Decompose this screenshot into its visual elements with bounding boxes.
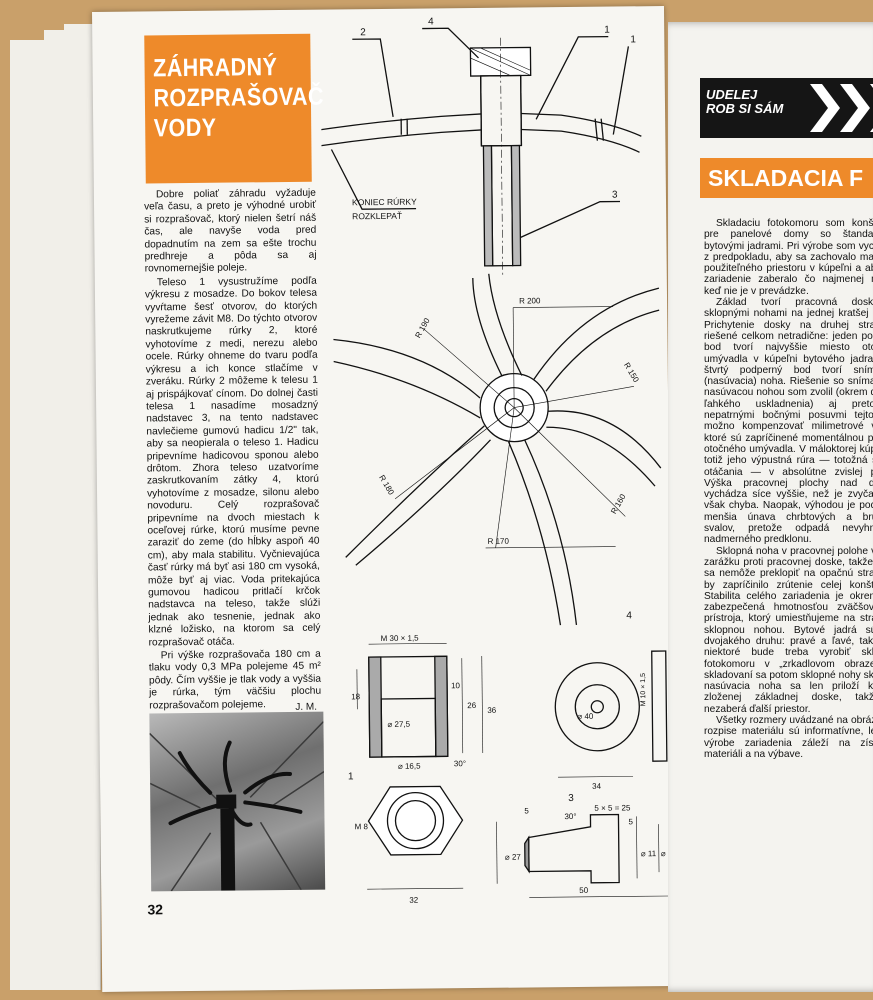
dim-5b: 5 <box>628 817 633 826</box>
dim-32: 32 <box>409 896 419 905</box>
technical-drawing: 2 4 1 1 3 KONIEC RÚRKY ROZKLEPAŤ R 200 R… <box>321 16 674 905</box>
callout-4: 4 <box>428 16 434 27</box>
article-body: Dobre poliať záhradu vyžaduje veľa času,… <box>144 188 321 714</box>
dim-27-5: ⌀ 27,5 <box>387 720 410 729</box>
dim-18: 18 <box>351 692 361 701</box>
series-logo: UDELEJ ROB SI SÁM <box>700 78 873 138</box>
dim-27: ⌀ 27 <box>505 853 522 862</box>
dim-16: ⌀ 16 <box>661 849 674 858</box>
right-page: UDELEJ ROB SI SÁM SKLADACIA F Skladaciu … <box>668 22 873 992</box>
title-line: VODY <box>153 113 217 143</box>
radius-170: R 170 <box>488 537 510 546</box>
callout-1: 1 <box>604 25 610 36</box>
paragraph: Dobre poliať záhradu vyžaduje veľa času,… <box>143 187 317 275</box>
title-line: ROZPRAŠOVAČ <box>153 82 325 113</box>
radius-200: R 200 <box>519 296 541 305</box>
radius-150: R 150 <box>622 361 641 384</box>
sprinkler-photo <box>149 711 326 892</box>
paragraph: Sklopná noha v pracovnej polohe vytvára … <box>704 545 873 715</box>
callout-3-detail: 3 <box>568 793 574 804</box>
callout-3: 3 <box>612 190 618 201</box>
dim-m8: M 8 <box>354 822 368 831</box>
radius-180: R 180 <box>377 473 396 496</box>
dim-5x5: 5 × 5 = 25 <box>594 803 631 812</box>
paragraph: Skladaciu fotokomoru som konštruoval pre… <box>704 218 873 297</box>
angle-30: 30° <box>454 759 466 768</box>
note-line-2: ROZKLEPAŤ <box>352 211 402 222</box>
dim-10: 10 <box>451 681 461 690</box>
dim-50: 50 <box>579 886 589 895</box>
note-line-1: KONIEC RÚRKY <box>352 197 417 208</box>
chevron-icons <box>810 84 873 132</box>
callout-1-detail: 1 <box>348 771 354 782</box>
radius-190: R 190 <box>413 316 432 339</box>
callout-2: 2 <box>360 27 366 38</box>
left-page: ZÁHRADNÝ ROZPRAŠOVAČ VODY Dobre poliať z… <box>92 6 675 992</box>
dim-26: 26 <box>467 701 477 710</box>
dim-40: ⌀ 40 <box>577 712 594 721</box>
right-article-body: Skladaciu fotokomoru som konštruoval pre… <box>704 218 873 760</box>
dim-m10: M 10 × 1,5 <box>640 673 647 706</box>
page-number: 32 <box>147 901 164 918</box>
angle-30b: 30° <box>564 812 576 821</box>
right-article-title: SKLADACIA F <box>700 158 873 198</box>
paragraph: Základ tvorí pracovná doska so sklopnými… <box>704 297 873 546</box>
dim-11: ⌀ 11 <box>641 849 657 858</box>
article-title: ZÁHRADNÝ ROZPRAŠOVAČ VODY <box>144 33 325 184</box>
title-line: ZÁHRADNÝ <box>153 53 278 83</box>
logo-line: SI SÁM <box>738 101 784 116</box>
callout-1b: 1 <box>630 34 636 45</box>
logo-line: UDELEJ <box>706 87 758 102</box>
paragraph: Teleso 1 vysustružíme podľa výkresu z mo… <box>144 275 321 649</box>
dim-5a: 5 <box>524 806 529 815</box>
dim-34: 34 <box>592 782 602 791</box>
photo-shapes <box>149 721 325 892</box>
callout-4-detail: 4 <box>626 610 632 621</box>
dim-36: 36 <box>487 706 497 715</box>
paragraph: Všetky rozmery uvádzané na obrázku a v r… <box>704 715 873 760</box>
dim-16-5: ⌀ 16,5 <box>398 762 421 771</box>
logo-line: ROB <box>706 101 735 116</box>
dim-m30: M 30 × 1,5 <box>381 634 420 643</box>
logo-text: UDELEJ ROB SI SÁM <box>706 88 783 116</box>
